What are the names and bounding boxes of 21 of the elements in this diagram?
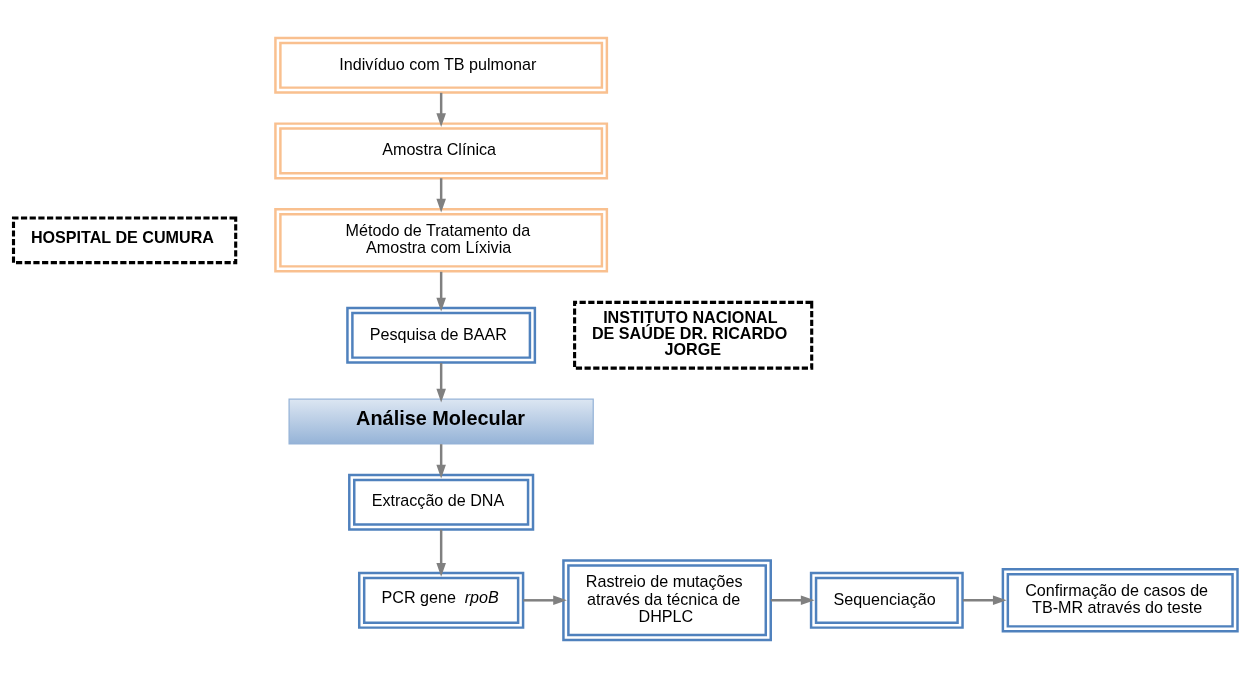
node-box: HOSPITAL DE CUMURA — [11, 215, 238, 264]
node-box: Método de Tratamento da Amostra com Líxivia — [274, 207, 609, 273]
arrow — [436, 443, 446, 478]
node-box: Amostra Clínica — [274, 121, 609, 179]
arrow — [436, 271, 446, 311]
node-box: Pesquisa de BAAR — [346, 306, 537, 364]
arrow — [436, 362, 446, 402]
arrow — [962, 595, 1007, 605]
arrow — [436, 92, 446, 127]
node-box: Extracção de DNA — [348, 473, 535, 531]
arrow — [523, 595, 567, 605]
node-box: Sequenciação — [809, 571, 964, 629]
node-box: Confirmação de casos de TB-MR através do teste — [1001, 567, 1239, 633]
node-box: INSTITUTO NACIONAL DE SAÚDE DR. RICARDO JORGE — [573, 300, 814, 370]
node-box: Rastreio de mutações através da técnica de DHPLC — [562, 558, 772, 641]
arrow — [436, 177, 446, 212]
node-box: PCR gene rpoB — [358, 571, 525, 629]
arrow — [770, 595, 815, 605]
arrow — [436, 529, 446, 577]
node-box: Indivíduo com TB pulmonar — [274, 36, 609, 94]
node-box: Análise Molecular — [288, 398, 594, 444]
